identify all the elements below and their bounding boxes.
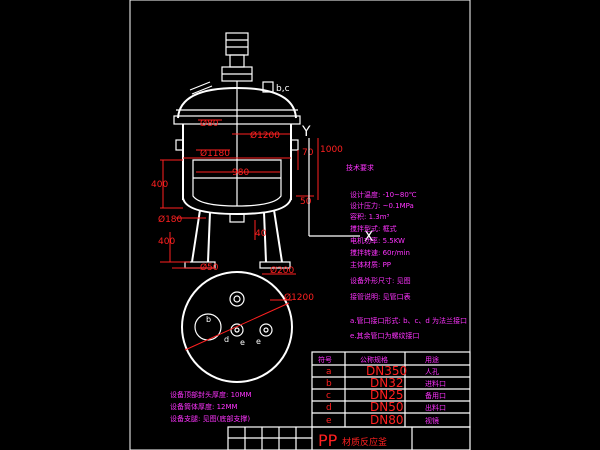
notes: 设备顶部封头厚度: 10MM 设备筒体厚度: 12MM 设备支腿: 见图(底部支… <box>170 390 252 423</box>
dim-400-leg: 400 <box>158 237 175 247</box>
dim-d200: Ø200 <box>270 265 295 276</box>
dim-d80: Ø80 <box>200 118 219 129</box>
tech-spec-line-8: 设备外形尺寸: 见图 <box>350 276 411 285</box>
axis-indicator: Y X <box>301 124 374 245</box>
table-row-a-use: 人孔 <box>425 368 439 376</box>
dim-1000: 1000 <box>320 145 343 155</box>
tech-spec-line-2: 设计压力: ~0.1MPa <box>350 201 414 210</box>
dim-d180: Ø180 <box>158 214 183 225</box>
frame-agitator <box>192 159 282 207</box>
title-name: 材质反应釜 <box>342 436 387 448</box>
table-row-d-size: DN50 <box>370 400 404 414</box>
tech-spec-line-7: 主体材质: PP <box>350 260 391 269</box>
top-view-label-e2: e <box>256 337 261 346</box>
table-header-symbol: 符号 <box>318 355 332 364</box>
table-header-size: 公称规格 <box>360 355 388 364</box>
dim-40: 40 <box>255 229 267 239</box>
tech-specs: 技术要求 设计温度: -10~80℃ 设计压力: ~0.1MPa 容积: 1.3… <box>346 163 467 340</box>
dim-980: 980 <box>232 168 249 178</box>
top-view-label-b: b <box>206 315 211 324</box>
dim-70: 70 <box>302 148 314 158</box>
reducer <box>229 54 245 68</box>
title-material: PP <box>318 431 338 450</box>
front-view: b,c Ø80 Ø1200 <box>151 32 343 276</box>
top-view-label-e1: e <box>240 338 245 347</box>
top-view-nozzle-e <box>259 323 273 337</box>
dim-d50: Ø50 <box>200 262 219 273</box>
tech-spec-line-5: 电机功率: 5.5KW <box>350 236 405 245</box>
note-2: 设备筒体厚度: 12MM <box>170 402 238 411</box>
nozzle-label-bc: b,c <box>276 84 290 94</box>
top-view-nozzle-b <box>229 291 245 307</box>
top-view-center-nozzle <box>230 323 244 337</box>
tech-spec-line-9: 接管说明: 见管口表 <box>350 292 411 301</box>
table-row-c-size: DN25 <box>370 388 404 402</box>
table-row-c-use: 备用口 <box>425 391 446 400</box>
tech-spec-line-3: 容积: 1.3m³ <box>350 212 390 221</box>
table-row-b-size: DN32 <box>370 376 404 390</box>
table-row-a-size: DN350 <box>366 364 407 378</box>
foot-right <box>259 261 291 269</box>
tech-spec-line-4: 搅拌型式: 框式 <box>350 224 397 233</box>
front-dimensions: Ø80 Ø1200 Ø1180 1000 70 980 400 50 Ø180 … <box>151 118 343 276</box>
tech-spec-line-11: e.其余管口为螺纹接口 <box>350 331 420 340</box>
tech-specs-heading: 技术要求 <box>346 163 374 172</box>
dim-400-left: 400 <box>151 180 168 190</box>
table-row-c-sym: c <box>326 391 331 401</box>
dim-d1180: Ø1180 <box>200 148 230 159</box>
tech-spec-line-1: 设计温度: -10~80℃ <box>350 190 417 199</box>
axis-y-label: Y <box>301 124 311 140</box>
top-view: Ø1200 b d e e <box>181 271 314 383</box>
table-row-b-sym: b <box>326 379 332 389</box>
table-row-e-sym: e <box>326 416 332 426</box>
title-block: PP 材质反应釜 <box>227 426 471 450</box>
table-row-e-use: 视镜 <box>425 416 439 425</box>
table-row-a-sym: a <box>326 367 332 377</box>
motor <box>225 32 249 56</box>
table-row-e-size: DN80 <box>370 413 404 427</box>
dim-50: 50 <box>300 197 312 207</box>
nozzle-table: 符号 公称规格 用途 a DN350 人孔 b DN32 进料口 c DN25 … <box>311 351 471 428</box>
note-3: 设备支腿: 见图(底部支撑) <box>170 414 250 423</box>
table-header-use: 用途 <box>425 355 439 364</box>
table-row-d-sym: d <box>326 403 332 413</box>
leg-left <box>191 209 201 263</box>
dim-d1200-top-view: Ø1200 <box>284 292 314 303</box>
top-view-label-d: d <box>224 335 229 344</box>
note-1: 设备顶部封头厚度: 10MM <box>170 390 252 399</box>
axis-x-label: X <box>364 229 374 245</box>
bottom-outlet <box>229 213 245 223</box>
dim-d1200-top: Ø1200 <box>250 130 280 141</box>
table-row-d-use: 出料口 <box>425 403 446 412</box>
tech-spec-line-10: a.管口接口形式: b、c、d 为法兰接口 <box>350 316 467 325</box>
leg-right <box>273 209 283 263</box>
table-row-b-use: 进料口 <box>425 379 446 388</box>
drawing-border <box>129 0 471 450</box>
top-view-circle <box>181 271 293 383</box>
tech-spec-line-6: 搅拌转速: 60r/min <box>350 248 410 257</box>
